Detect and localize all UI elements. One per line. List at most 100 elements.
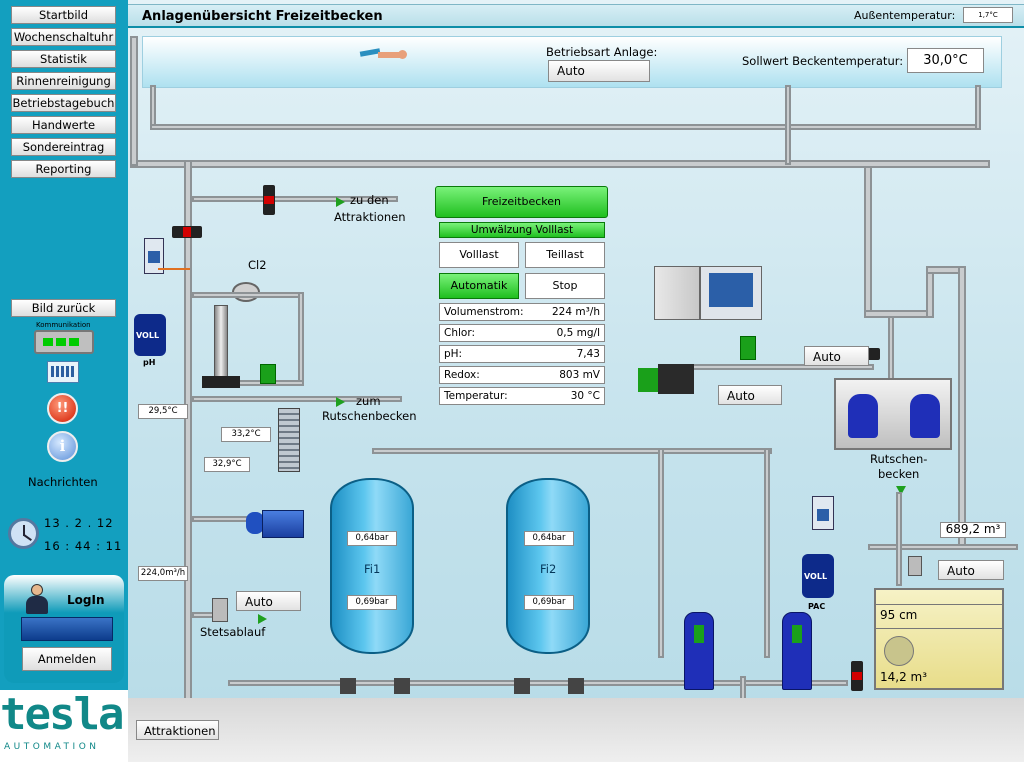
freizeitbecken-button[interactable]: Freizeitbecken [435,186,608,218]
volllast-button[interactable]: Volllast [439,242,519,268]
pipe-filter-top [372,448,772,454]
valve-main[interactable] [172,226,202,238]
fi1-foot-l [340,678,356,694]
storage-tank [874,588,1004,690]
stetsablauf-label: Stetsablauf [200,625,266,639]
nav-reporting[interactable]: Reporting [11,160,116,178]
pipe-overflow [150,124,980,130]
login-field[interactable] [21,617,113,641]
nav-betriebstagebuch[interactable]: Betriebstagebuch [11,94,116,112]
pipe-right2 [975,85,981,130]
temperatur-row: Temperatur: 30 °C [439,387,605,405]
pipe-left-vertical [130,36,138,166]
filter-fi2[interactable] [506,478,590,654]
storage-auto[interactable]: Auto [938,560,1004,580]
info-icon[interactable]: i [47,431,78,462]
ph-value: 7,43 [576,348,600,360]
sidebar: Startbild Wochenschaltuhr Statistik Rinn… [0,0,128,762]
pipe-pump-in [192,516,252,522]
ph-doser[interactable] [144,238,164,274]
ph-row-label: pH: [444,348,463,360]
sollwert-input[interactable]: 30,0°C [907,48,984,73]
alarm-icon[interactable]: !! [47,393,78,424]
zum-label: zum [356,394,381,408]
nav-wochenschaltuhr[interactable]: Wochenschaltuhr [11,28,116,46]
temp-tag-3: 32,9°C [204,457,250,472]
temp-tag-1: 29,5°C [138,404,188,419]
volumenstrom-row: Volumenstrom:224 m³/h [439,303,605,321]
storage-volume-bottom: 14,2 m³ [880,670,928,684]
company-logo: tesla AUTOMATION [0,690,128,762]
nav-handwerte[interactable]: Handwerte [11,116,116,134]
chlor-label: Chlor: [444,327,475,339]
pac-doser[interactable] [812,496,834,530]
nav-sondereintrag[interactable]: Sondereintrag [11,138,116,156]
temperatur-value: 30 °C [570,390,600,402]
flow-tag: 224,0m³/h [138,566,188,581]
fi2-pressure-bottom: 0,69bar [524,595,574,610]
rutschen-label-1: Rutschen- [870,452,928,466]
back-button[interactable]: Bild zurück [11,299,116,317]
analyzer-controller[interactable] [700,266,762,320]
sample-auto[interactable]: Auto [718,385,782,405]
ph-row: pH: 7,43 [439,345,605,363]
cl2-dosing-pump [214,305,228,383]
title-bar: Anlagenübersicht Freizeitbecken Außentem… [128,4,1024,28]
fi1-label: Fi1 [364,562,381,576]
cl2-base [202,376,240,388]
komm-label: Kommunikation [36,321,91,329]
nav-statistik[interactable]: Statistik [11,50,116,68]
swimmer-icon [359,44,415,62]
filter-pump-2[interactable] [782,612,812,690]
circulation-pump[interactable] [246,502,304,540]
volumenstrom-label: Volumenstrom: [444,306,524,318]
ph-line [158,268,190,270]
storage-manhole-icon [884,636,914,666]
anmelden-button[interactable]: Anmelden [22,647,112,671]
outside-temp-value: 1,7°C [963,7,1013,23]
rutschen-label-2: becken [878,467,920,481]
pipe-storage [868,544,1018,550]
storage-volume-top: 689,2 m³ [940,522,1006,538]
sample-valve[interactable] [740,336,756,360]
outside-temp-label: Außentemperatur: [854,9,956,22]
clock-icon [8,518,39,549]
komm-indicator [34,330,94,354]
stop-button[interactable]: Stop [525,273,605,299]
storage-valve[interactable] [908,556,922,576]
pipe-rutschen-h [864,310,934,318]
temperatur-label: Temperatur: [444,390,508,402]
valve-attraktionen[interactable] [263,185,275,215]
date-display: 13 . 2 . 12 [44,516,114,530]
nav-startbild[interactable]: Startbild [11,6,116,24]
sollwert-label: Sollwert Beckentemperatur: [742,54,904,68]
rutschenbecken-pumps [834,378,952,450]
pipe-mid [785,85,791,165]
valve-storage[interactable] [851,661,863,691]
user-icon [26,584,48,614]
pipe-rutschen-storage [896,492,902,586]
analyzer-left [654,266,700,320]
stetsablauf-auto[interactable]: Auto [236,591,301,611]
pipe-filter-right [764,448,770,658]
redox-label: Redox: [444,369,480,381]
fi2-label: Fi2 [540,562,557,576]
keyboard-icon[interactable] [47,361,79,383]
zu-den-label: zu den [350,193,389,207]
cl2-valve[interactable] [260,364,276,384]
attraktionen-button[interactable]: Attraktionen [136,720,219,740]
fi2-foot-r [568,678,584,694]
automatik-button[interactable]: Automatik [439,273,519,299]
sample-pump[interactable] [638,360,708,398]
stetsablauf-valve[interactable] [212,598,228,622]
rutschen-auto[interactable]: Auto [804,346,869,366]
filter-fi1[interactable] [330,478,414,654]
redox-value: 803 mV [559,369,600,381]
teillast-button[interactable]: Teillast [525,242,605,268]
login-panel: LogIn Anmelden [4,575,124,683]
filter-pump-1[interactable] [684,612,714,690]
cl2-label: Cl2 [248,258,267,272]
nav-rinnenreinigung[interactable]: Rinnenreinigung [11,72,116,90]
betriebsart-select[interactable]: Auto [548,60,650,82]
pipe-return-left [184,160,192,720]
